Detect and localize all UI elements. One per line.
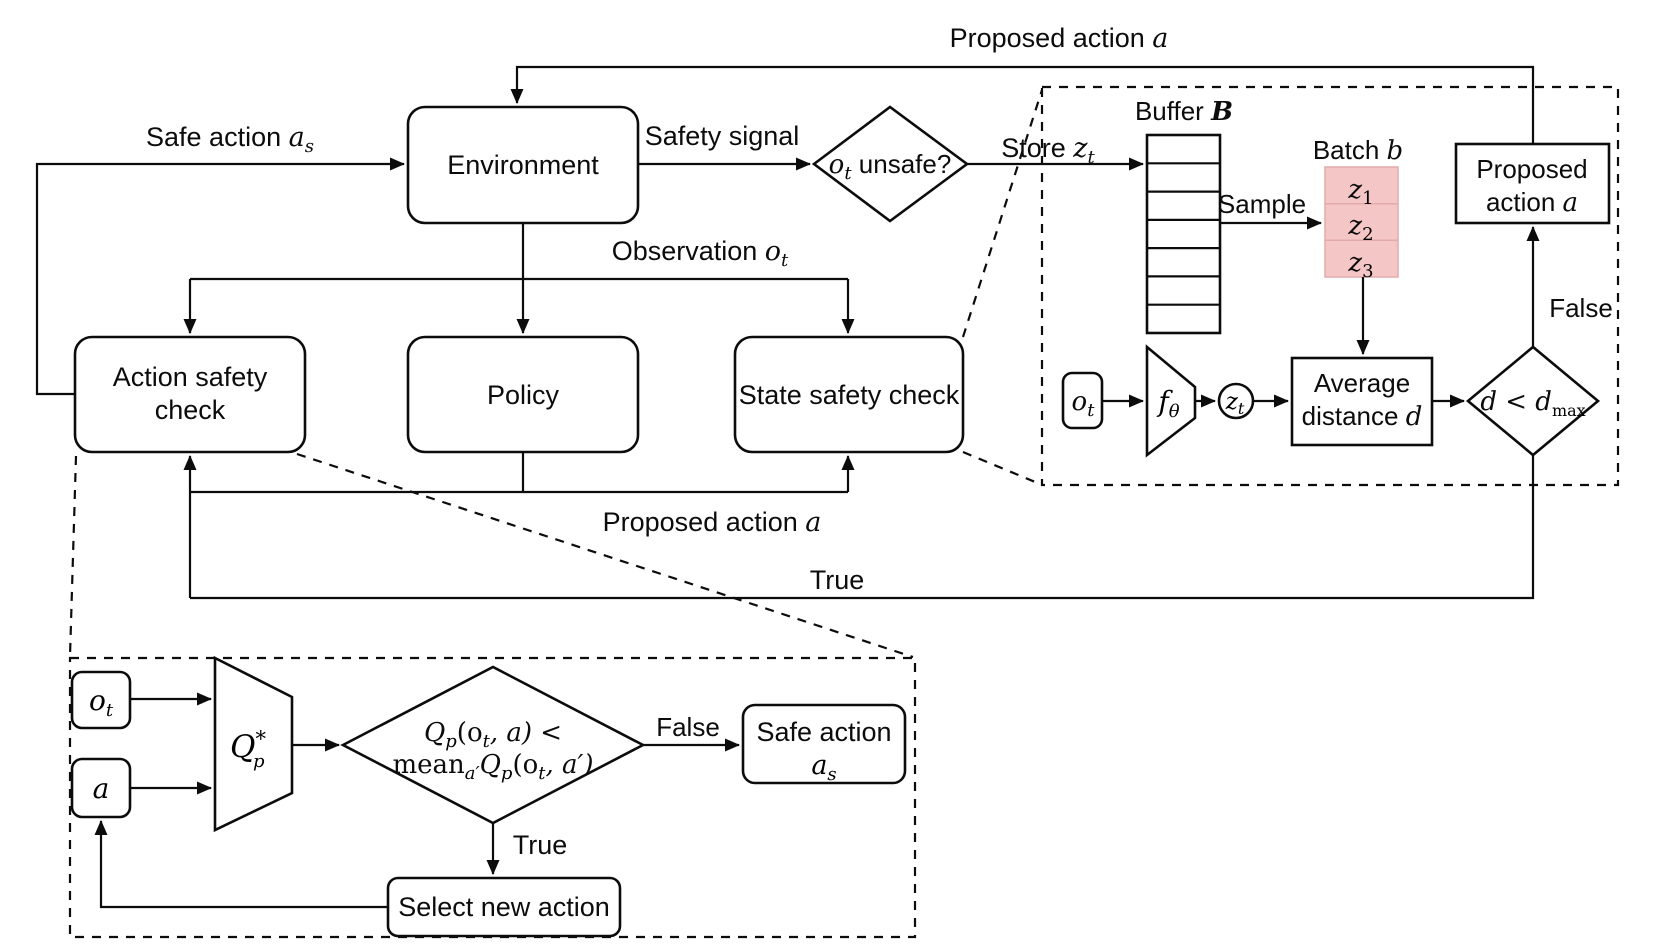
zoom-connector-action-right — [296, 452, 914, 659]
zoom-connector-state-bottom — [962, 450, 1041, 486]
buffer-stack — [1145, 133, 1222, 335]
proposed-action-top-label: Proposed action a — [950, 23, 1169, 54]
q-diamond-line2: meana′Qp(ot, a′) — [392, 750, 593, 784]
safe-action-label: Safe action as — [146, 122, 314, 157]
arrow-proposed-to-environment — [510, 65, 1535, 144]
batch-separators — [1325, 202, 1398, 242]
distance-decision-diamond — [1465, 345, 1601, 457]
environment-label: Environment — [447, 150, 599, 180]
proposed-action-mid-label: Proposed action a — [603, 507, 822, 538]
ot-box-bottom-label: ot — [89, 684, 114, 721]
ot-box-right-label: ot — [1072, 387, 1096, 421]
policy-box — [406, 335, 640, 454]
proposed-action-box — [1454, 142, 1611, 225]
batch-item-z1: z1 — [1347, 175, 1373, 209]
batch-box: z1 z2 z3 — [1324, 166, 1399, 282]
false-right-label: False — [1549, 293, 1613, 323]
distance-diamond-label: d < dmax — [1480, 387, 1585, 420]
action-safety-zoom-panel — [68, 656, 917, 939]
buffer-row-lines — [1147, 162, 1220, 306]
batch-label: Batch b — [1313, 135, 1403, 166]
latent-zt-label: zt — [1225, 389, 1245, 418]
safe-action-box-line2: as — [811, 750, 836, 785]
q-diamond-line1: Qp(ot, a) < — [424, 718, 562, 752]
a-box-bottom-label: a — [93, 772, 110, 805]
average-distance-box — [1290, 356, 1434, 447]
action-safety-check-box — [73, 335, 307, 454]
proposed-action-box-line1: Proposed — [1476, 154, 1587, 184]
observation-label: Observation ot — [612, 236, 789, 271]
average-distance-label-line1: Average — [1314, 368, 1410, 398]
proposed-action-box-line2: action a — [1486, 187, 1578, 218]
safety-signal-label: Safety signal — [645, 121, 800, 151]
q-network-label: Q*p — [230, 727, 266, 772]
state-safety-check-label: State safety check — [739, 380, 960, 410]
batch-item-z3: z3 — [1347, 248, 1373, 282]
state-safety-check-box — [733, 335, 965, 454]
arrow-safe-action-to-environment — [35, 157, 405, 396]
action-safety-check-label-line2: check — [155, 395, 226, 425]
action-safety-check-label-line1: Action safety — [113, 362, 268, 392]
arrow-select-to-a — [94, 820, 388, 909]
average-distance-label-line2: distance d — [1302, 401, 1423, 432]
select-new-action-label: Select new action — [398, 892, 610, 922]
true-bottom-label: True — [513, 830, 568, 860]
safe-action-box — [741, 703, 907, 785]
zoom-connector-action-left — [68, 455, 78, 657]
safe-action-box-line1: Safe action — [756, 717, 891, 747]
true-main-label: True — [810, 565, 865, 595]
false-bottom-label: False — [656, 712, 720, 742]
true-line — [190, 455, 1535, 600]
unsafe-decision-diamond — [811, 105, 970, 223]
store-zt-label: Store zt — [1001, 133, 1095, 168]
environment-box — [406, 105, 640, 225]
zoom-connector-state-top — [961, 89, 1044, 338]
encoder-trapezoid — [1145, 344, 1197, 458]
unsafe-diamond-label: ot unsafe? — [829, 149, 952, 184]
q-network-trapezoid — [213, 655, 294, 833]
state-safety-zoom-panel — [1040, 85, 1620, 487]
batch-item-z2: z2 — [1347, 211, 1373, 245]
sample-label: Sample — [1218, 189, 1306, 219]
policy-label: Policy — [487, 380, 560, 410]
buffer-label: Buffer B — [1135, 96, 1233, 127]
